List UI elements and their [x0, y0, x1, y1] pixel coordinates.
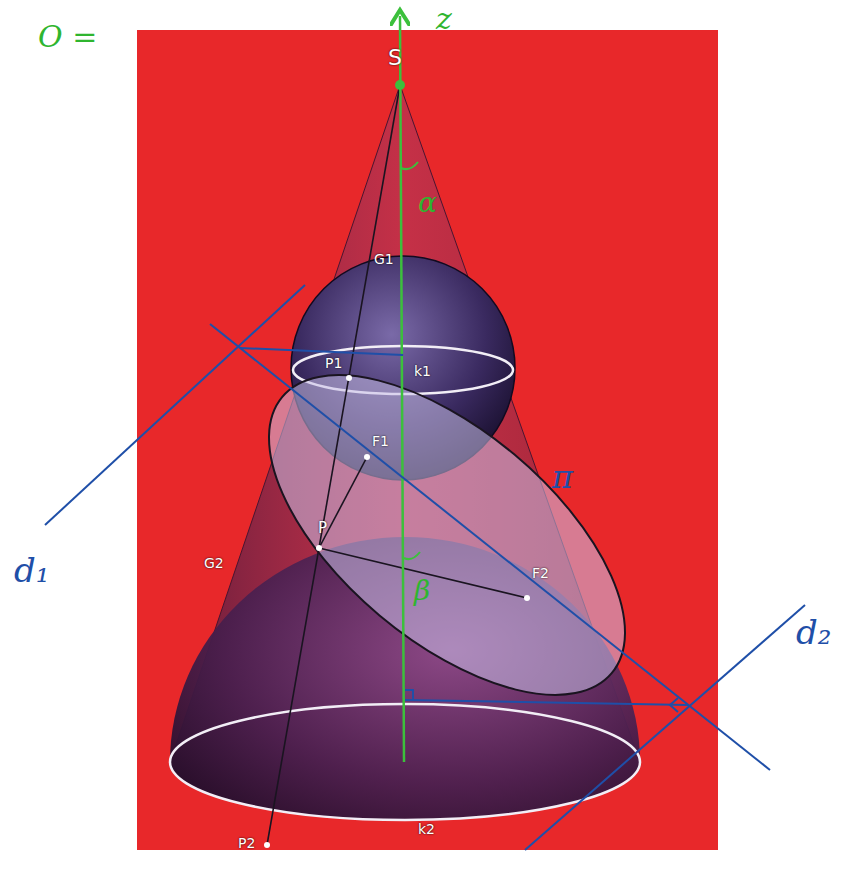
- line-label: d₁: [14, 552, 49, 589]
- point-dot: [346, 375, 352, 381]
- point-dot: [316, 545, 322, 551]
- perpendicular-line: [240, 348, 403, 355]
- point-label: P2: [238, 836, 255, 851]
- point-label: P: [318, 520, 327, 537]
- right-angle-mark: [405, 690, 413, 700]
- line-label: d₂: [796, 614, 831, 651]
- directrix-line: [525, 605, 805, 850]
- origin-dot: [395, 80, 405, 90]
- plane-trace: [210, 324, 770, 770]
- origin-label: O =: [38, 20, 97, 53]
- plane-label: π: [552, 460, 573, 495]
- point-label: F2: [532, 566, 549, 581]
- z-axis: [400, 16, 404, 762]
- point-label: S: [388, 46, 402, 70]
- point-dot: [364, 454, 370, 460]
- section-ellipse: [215, 316, 679, 753]
- circle-label: k2: [418, 822, 435, 837]
- angle-arc: [401, 162, 418, 169]
- sphere-label: G2: [204, 556, 224, 571]
- point-label: F1: [372, 434, 389, 449]
- point-dot: [524, 595, 530, 601]
- point-label: P1: [325, 356, 342, 371]
- point-dot: [264, 842, 270, 848]
- directrix-line: [45, 285, 305, 525]
- perpendicular-line: [405, 700, 688, 705]
- red-background: [137, 30, 718, 850]
- axis-label: z: [436, 2, 452, 35]
- sphere-label: G1: [374, 252, 394, 267]
- focal-line: [319, 457, 367, 548]
- tick-mark: [670, 698, 678, 712]
- circle-label: k1: [414, 364, 431, 379]
- angle-arc: [404, 552, 420, 559]
- angle-label: β: [414, 576, 430, 607]
- angle-label: α: [418, 188, 437, 219]
- generator-line: [267, 85, 400, 845]
